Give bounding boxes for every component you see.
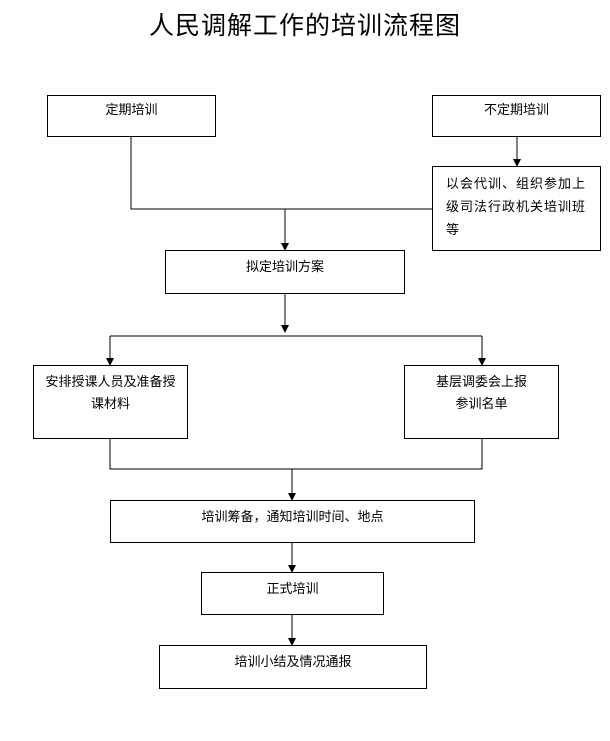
node-plan-label: 拟定培训方案: [245, 260, 324, 275]
connector-regular: [130, 136, 433, 210]
node-irregular-detail: 以会代训、组织参加上级司法行政机关培训班等: [432, 166, 601, 251]
node-plan: 拟定培训方案: [165, 250, 405, 294]
node-irregular-detail-label: 以会代训、组织参加上级司法行政机关培训班等: [446, 177, 587, 238]
node-prepare: 培训筹备，通知培训时间、地点: [110, 500, 475, 543]
node-summary-label: 培训小结及情况通报: [234, 655, 352, 670]
node-arrange-lecturers-label: 安排授课人员及准备授课材料: [45, 375, 176, 412]
node-report-participants: 基层调委会上报参训名单: [404, 365, 559, 439]
node-regular-training: 定期培训: [47, 95, 216, 137]
node-arrange-lecturers: 安排授课人员及准备授课材料: [33, 365, 188, 439]
node-summary: 培训小结及情况通报: [159, 645, 427, 689]
node-report-participants-label: 基层调委会上报参训名单: [435, 375, 527, 412]
connector-merge: [109, 438, 483, 470]
page-title: 人民调解工作的培训流程图: [148, 11, 461, 40]
node-prepare-label: 培训筹备，通知培训时间、地点: [201, 510, 384, 525]
node-irregular-training-label: 不定期培训: [483, 103, 549, 118]
node-regular-training-label: 定期培训: [105, 103, 158, 118]
node-formal-training-label: 正式培训: [266, 582, 319, 597]
node-irregular-training: 不定期培训: [432, 95, 601, 137]
node-formal-training: 正式培训: [201, 572, 384, 615]
